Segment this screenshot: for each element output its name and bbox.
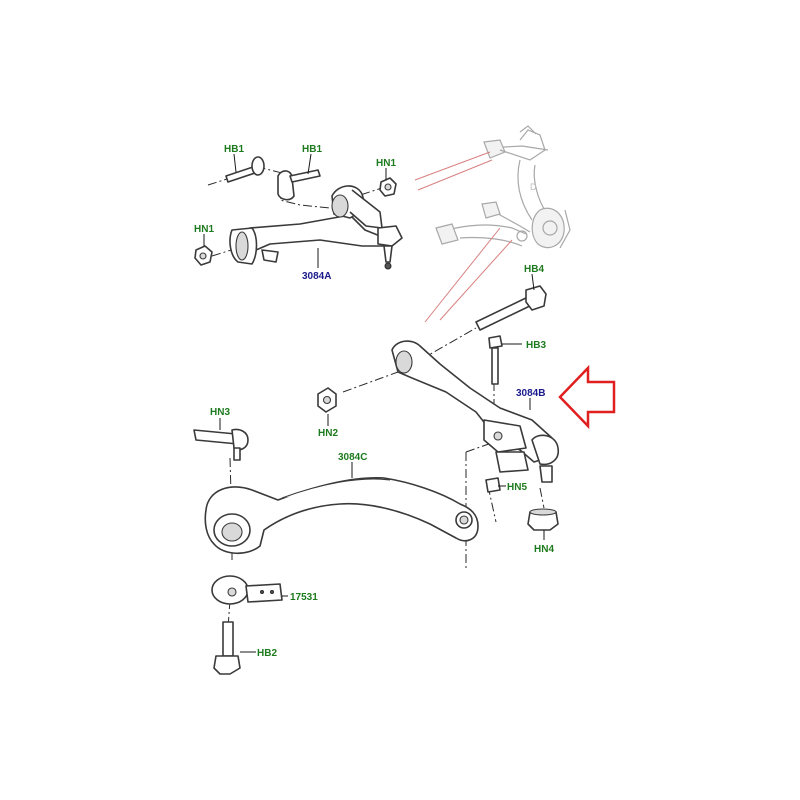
hn2-nut — [317, 387, 337, 413]
label-17531: 17531 — [290, 592, 318, 603]
label-hn2: HN2 — [318, 428, 338, 439]
label-hb3: HB3 — [526, 340, 546, 351]
bracket-17531 — [211, 575, 283, 605]
suspension-overview-ghost: D — [435, 125, 571, 249]
label-hb2: HB2 — [257, 648, 277, 659]
hb3-bolt — [488, 335, 503, 385]
hb1-bolt-left — [225, 156, 265, 183]
label-hb4: HB4 — [524, 264, 544, 275]
label-hn1-right: HN1 — [376, 158, 396, 169]
label-3084b: 3084B — [516, 388, 545, 399]
lower-front-arm-assembly — [317, 285, 560, 568]
hb1-bolt-right — [277, 169, 321, 201]
upper-arm-bush — [229, 227, 279, 265]
hn1-nut-left — [194, 245, 213, 266]
hn5-nut — [485, 477, 501, 493]
highlight-arrow-icon — [558, 364, 616, 430]
svg-text:D: D — [530, 182, 537, 192]
label-hn1-left: HN1 — [194, 224, 214, 235]
lower-rear-arm-3084c — [204, 476, 479, 555]
lower-rear-arm-assembly — [193, 428, 479, 675]
label-3084c: 3084C — [338, 452, 367, 463]
leader-lines — [203, 153, 545, 653]
label-hn5: HN5 — [507, 482, 527, 493]
label-hn4: HN4 — [534, 544, 554, 555]
hn3-link — [193, 428, 249, 461]
hn1-nut-right — [379, 177, 397, 197]
hb2-bolt — [213, 621, 241, 675]
label-hb1-left: HB1 — [224, 144, 244, 155]
label-3084a: 3084A — [302, 271, 331, 282]
projection-lines — [414, 151, 513, 323]
label-hn3: HN3 — [210, 407, 230, 418]
part-labels: HB1 HB1 HN1 HN1 3084A HB4 HB3 3084B HN3 … — [194, 144, 554, 659]
upper-arm-assembly — [194, 156, 403, 270]
hb4-bolt — [475, 285, 547, 331]
hn4-nut — [527, 508, 559, 531]
label-hb1-right: HB1 — [302, 144, 322, 155]
lower-front-arm-3084b — [391, 340, 560, 483]
upper-arm-3084a — [249, 185, 403, 270]
